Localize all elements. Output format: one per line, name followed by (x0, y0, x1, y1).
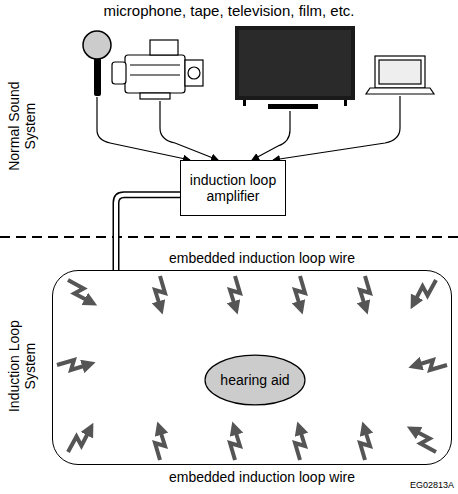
field-arrow (360, 430, 370, 460)
laptop-icon (366, 56, 434, 94)
amplifier-box: induction loop amplifier (180, 160, 286, 216)
oval-label: hearing aid (220, 372, 290, 388)
field-arrow (295, 276, 305, 306)
field-arrow (64, 276, 92, 304)
oval-shape (205, 355, 305, 405)
field-arrow (230, 276, 240, 306)
section-label: Induction Loop System (6, 311, 38, 421)
camcorder-icon (112, 40, 203, 99)
field-arrow (411, 427, 439, 455)
loop-label: embedded induction loop wire (53, 469, 451, 485)
signal-arrow (97, 96, 400, 160)
microphone-icon (83, 31, 111, 96)
separator-line (0, 236, 458, 238)
field-arrow (64, 427, 92, 455)
field-arrow (57, 360, 87, 370)
field-arrows (57, 276, 447, 460)
field-arrow (155, 430, 165, 460)
sources-label: microphone, tape, television, film, etc. (0, 2, 458, 19)
section-label: Normal Sound System (6, 71, 38, 181)
field-arrow (417, 360, 447, 370)
field-arrow (360, 276, 370, 306)
figure-code: EG02813A (370, 480, 454, 490)
field-arrow (295, 430, 305, 460)
box-label: induction loop amplifier (185, 172, 281, 204)
field-arrow (230, 430, 240, 460)
induction-loop: hearing aidembedded induction loop wiree… (52, 270, 452, 465)
field-arrow (411, 276, 439, 304)
field-arrow (155, 276, 165, 306)
television-icon (235, 26, 355, 109)
hearing-aid-oval: hearing aid (204, 354, 306, 406)
loop-label: embedded induction loop wire (53, 250, 451, 266)
